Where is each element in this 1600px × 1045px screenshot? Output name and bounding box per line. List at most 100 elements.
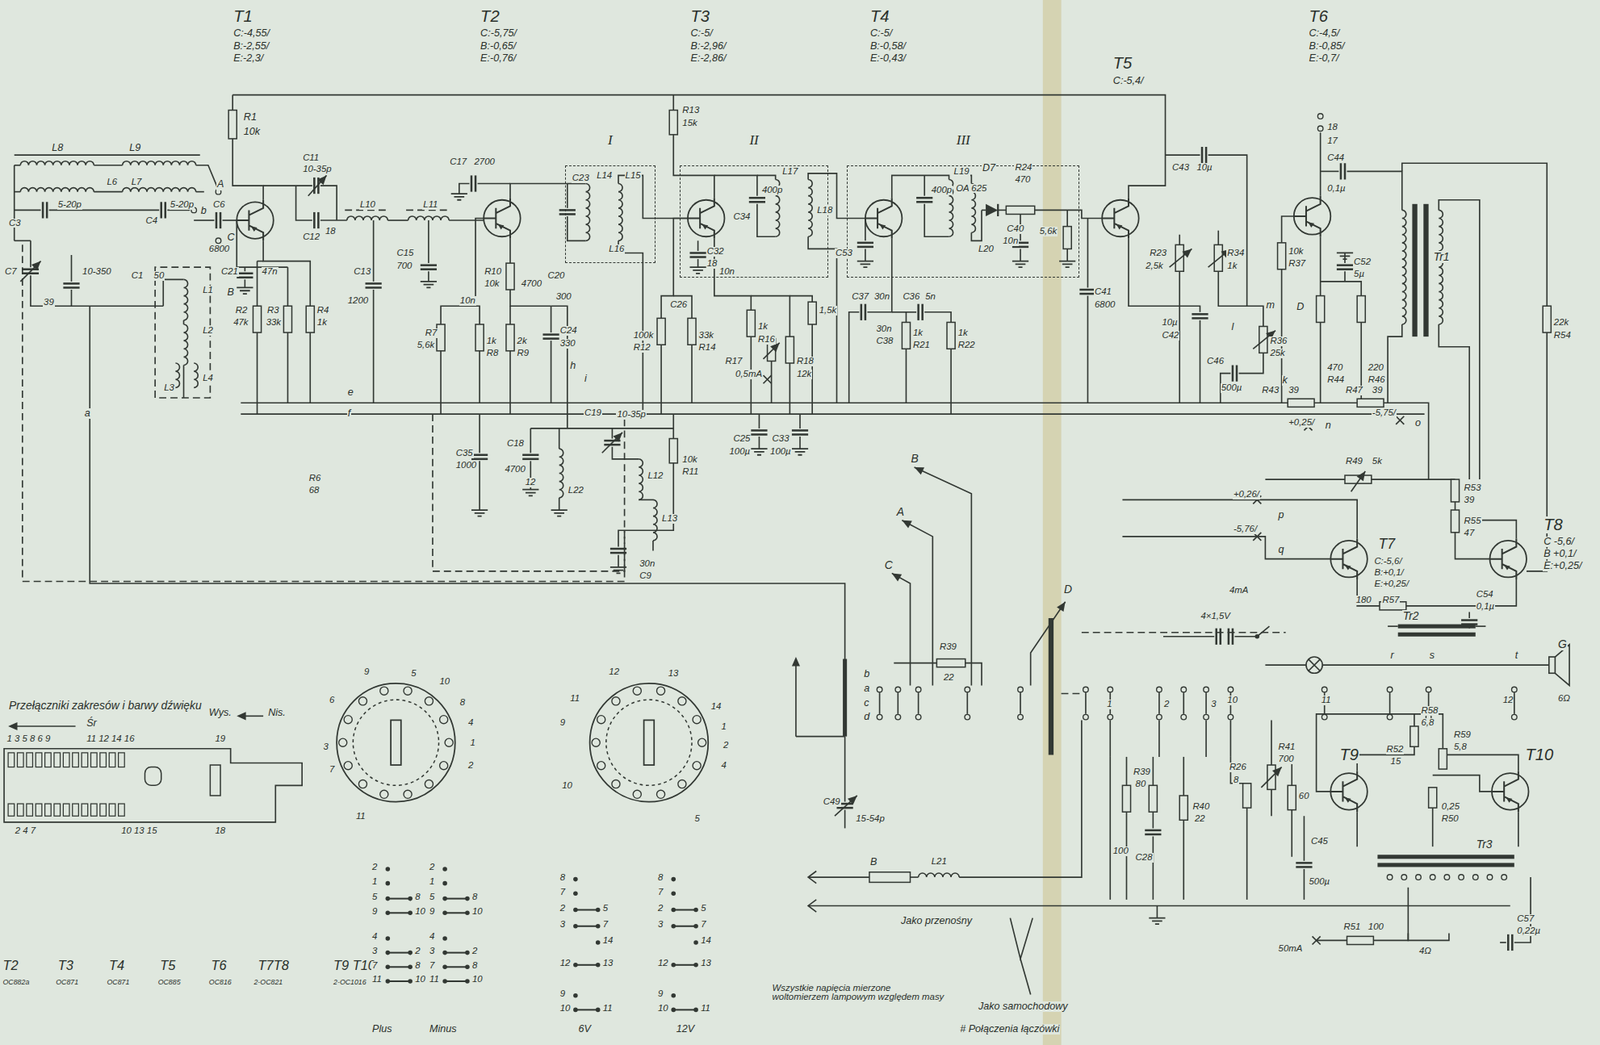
rotary-lug (339, 738, 348, 747)
part-value: 11 (371, 975, 383, 985)
coil-symbol (586, 184, 591, 242)
coil-symbol (618, 184, 623, 242)
voltage-reading: B:-2,96/ (689, 41, 727, 52)
wire (1270, 789, 1273, 817)
resistor-symbol (1357, 398, 1384, 407)
part-value: i (583, 373, 588, 385)
wire (575, 909, 599, 912)
coil-label: L17 (781, 167, 799, 177)
part-value: f (347, 408, 352, 419)
wire (673, 909, 696, 912)
transformer-label: Tr2 (1402, 610, 1420, 623)
wire (661, 218, 688, 319)
switch-contact (81, 804, 88, 817)
part-value: 3 (1210, 699, 1217, 710)
wire (1264, 664, 1307, 666)
wire (923, 175, 926, 196)
wire (1319, 322, 1322, 403)
junction-dot (573, 877, 579, 883)
junction-dot (407, 965, 413, 971)
wire (387, 980, 411, 983)
part-value: 4mA (1228, 586, 1249, 596)
contact-point (1386, 686, 1393, 693)
part-value: 8 (559, 873, 566, 884)
resistor-symbol (785, 336, 794, 364)
part-value: 9 (559, 718, 566, 729)
wire (478, 414, 481, 453)
wire (618, 175, 688, 218)
resistor-label: R47 (1344, 385, 1364, 396)
wire (575, 964, 599, 967)
switch-contact (26, 753, 34, 768)
resistor-label: R1 (242, 112, 258, 123)
wire (897, 692, 900, 715)
resistor-label: R2 (234, 305, 249, 316)
rotary-lug (597, 762, 606, 771)
part-value: 500µ (1220, 383, 1244, 394)
wire (1048, 618, 1054, 755)
contact-point (895, 714, 901, 721)
part-value: 13 (602, 959, 615, 969)
resistor-symbol (946, 322, 955, 349)
part-value: 4Ω (1418, 946, 1433, 957)
capacitor-symbol (474, 175, 478, 192)
transistor-label: T6 (209, 959, 227, 973)
arrow-head (847, 795, 858, 805)
resistor-symbol (252, 305, 261, 333)
wire (981, 209, 986, 212)
junction-dot (573, 993, 579, 999)
capacitor-symbol (522, 453, 539, 457)
rotary-lug (343, 716, 352, 725)
capacitor-label: C54 (1475, 590, 1495, 600)
resistor-symbol (808, 301, 817, 325)
wire (1156, 905, 1159, 918)
part-value: 11 12 14 16 (85, 734, 135, 745)
wire (222, 219, 238, 222)
part-value: d (862, 712, 871, 723)
wire (558, 428, 561, 449)
rotary-lug (403, 790, 412, 799)
wire (1319, 132, 1322, 196)
wire (1205, 692, 1207, 715)
contact-point (1227, 714, 1234, 721)
resistor-label: R36 (1269, 336, 1288, 347)
wire (1387, 324, 1403, 403)
resistor-symbol (1438, 749, 1447, 770)
wire (510, 184, 568, 199)
resistor-label: R10 (483, 267, 503, 277)
wire (244, 279, 247, 288)
junction-dot (407, 911, 413, 917)
capacitor-label: C24 (559, 326, 579, 336)
wire (263, 184, 313, 187)
switch-contact (35, 753, 42, 768)
rotary-lug (439, 762, 449, 771)
part-value: 5 (428, 892, 436, 903)
wire (789, 363, 792, 415)
transistor-symbol (483, 197, 511, 239)
part-value: 18 (706, 259, 719, 269)
resistor-symbol (305, 305, 315, 333)
wire (1303, 816, 1306, 862)
transformer-core (1398, 624, 1476, 629)
coil-label: L12 (646, 471, 664, 482)
switch-contact (8, 804, 15, 817)
voltage-reading: C:-5/ (689, 28, 713, 39)
part-value: 8 (657, 873, 664, 884)
wire (14, 209, 42, 212)
part-value: 1200 (347, 296, 369, 306)
part-value: 220 (1367, 363, 1385, 373)
part-value: 8 (414, 961, 421, 972)
wire (844, 810, 847, 830)
ground-symbol (420, 281, 437, 289)
shield-line (344, 209, 390, 212)
capacitor-symbol (610, 548, 627, 551)
ground-symbol (1059, 261, 1076, 269)
part-value: 30n (875, 324, 893, 335)
part-value: 14 (602, 936, 615, 947)
switch-contact (72, 753, 80, 768)
junction-dot (573, 892, 579, 897)
arrow-head (1056, 602, 1066, 612)
coil-symbol (1438, 209, 1443, 325)
junction-dot (595, 908, 601, 914)
voltage-reading: C:-5/ (869, 28, 893, 39)
